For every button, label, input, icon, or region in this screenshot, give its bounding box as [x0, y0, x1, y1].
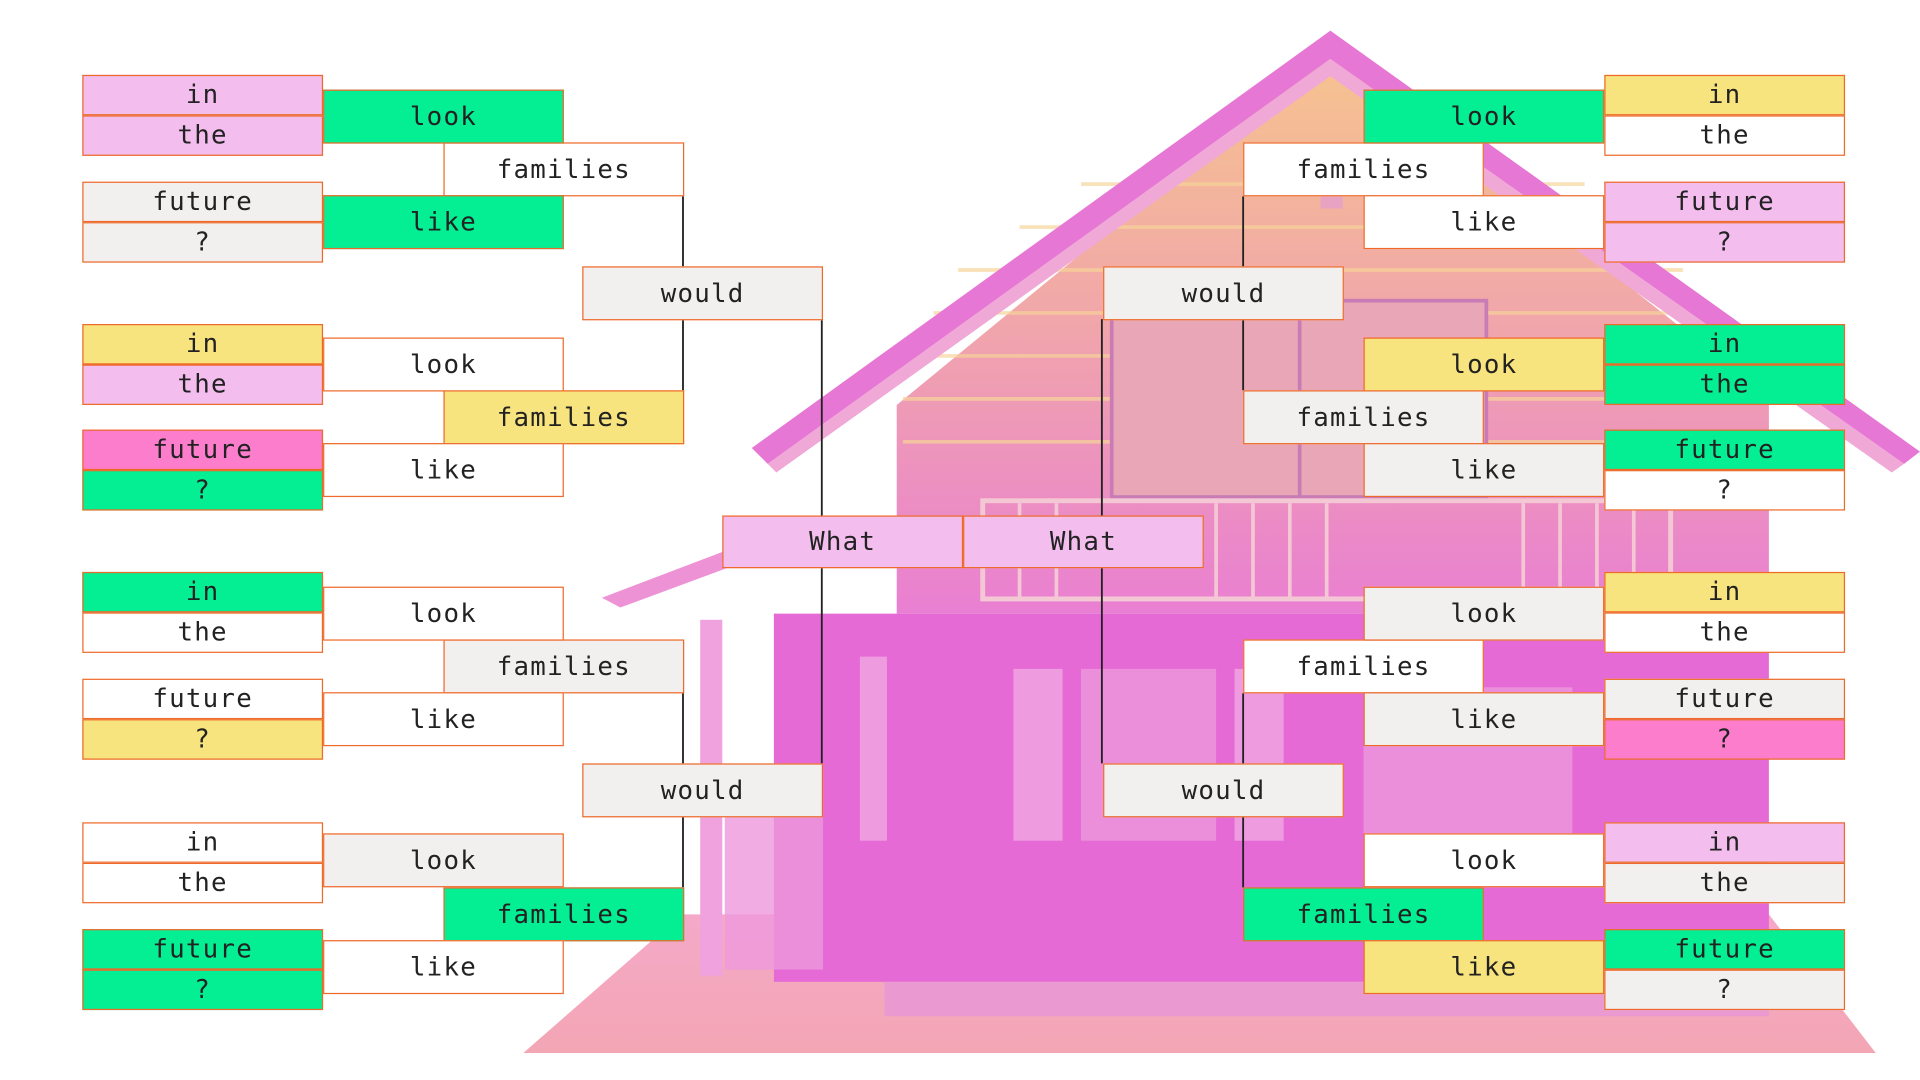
word-box: look [1363, 833, 1605, 888]
word-box: look [323, 586, 564, 641]
word-box: in [1604, 571, 1846, 613]
word-box: families [1243, 142, 1484, 197]
word-box: ? [82, 222, 324, 263]
word-box: in [82, 571, 324, 613]
word-box: ? [82, 470, 324, 511]
word-box: families [1243, 887, 1484, 942]
word-box: families [1243, 639, 1484, 694]
word-box: the [1604, 612, 1846, 653]
word-box: the [1604, 364, 1846, 406]
word-box: like [323, 692, 564, 747]
word-box: families [443, 639, 685, 694]
word-box: in [1604, 74, 1846, 116]
word-box: in [82, 74, 324, 116]
word-box: the [82, 612, 324, 653]
word-box: look [1363, 586, 1605, 641]
word-box: look [1363, 89, 1605, 144]
word-box: future [1604, 181, 1846, 223]
word-box: ? [1604, 969, 1846, 1011]
word-box: like [323, 195, 564, 250]
center-word-left: What [722, 515, 964, 569]
word-box: in [1604, 324, 1846, 365]
word-box: look [323, 89, 564, 144]
word-box: the [1604, 115, 1846, 156]
word-box: future [82, 429, 324, 471]
word-box: like [1363, 195, 1605, 250]
word-box: the [1604, 862, 1846, 904]
word-box: ? [82, 969, 324, 1011]
word-box: future [82, 678, 324, 720]
center-word-right: What [963, 515, 1204, 569]
word-box: future [82, 929, 324, 970]
word-box: like [1363, 940, 1605, 995]
word-box: future [1604, 429, 1846, 471]
word-box: like [1363, 443, 1605, 498]
word-box: the [82, 862, 324, 904]
word-box: in [82, 822, 324, 863]
word-box: like [1363, 692, 1605, 747]
word-box: the [82, 115, 324, 156]
word-box: in [1604, 822, 1846, 863]
would-box-right-top: would [1103, 266, 1344, 321]
word-box: future [82, 181, 324, 223]
word-box: look [323, 337, 564, 392]
word-box: ? [1604, 719, 1846, 760]
word-box: families [443, 887, 685, 942]
word-box: families [443, 142, 685, 197]
word-box: families [1243, 390, 1484, 445]
word-box: future [1604, 678, 1846, 720]
word-box: ? [82, 719, 324, 760]
word-box: the [82, 364, 324, 406]
would-box-left-bottom: would [582, 763, 824, 818]
word-box: like [323, 940, 564, 995]
word-box: future [1604, 929, 1846, 970]
word-box: like [323, 443, 564, 498]
word-box: ? [1604, 222, 1846, 263]
word-box: in [82, 324, 324, 365]
would-box-right-bottom: would [1103, 763, 1344, 818]
would-box-left-top: would [582, 266, 824, 321]
word-box: ? [1604, 470, 1846, 511]
word-box: look [1363, 337, 1605, 392]
word-box: look [323, 833, 564, 888]
word-box: families [443, 390, 685, 445]
